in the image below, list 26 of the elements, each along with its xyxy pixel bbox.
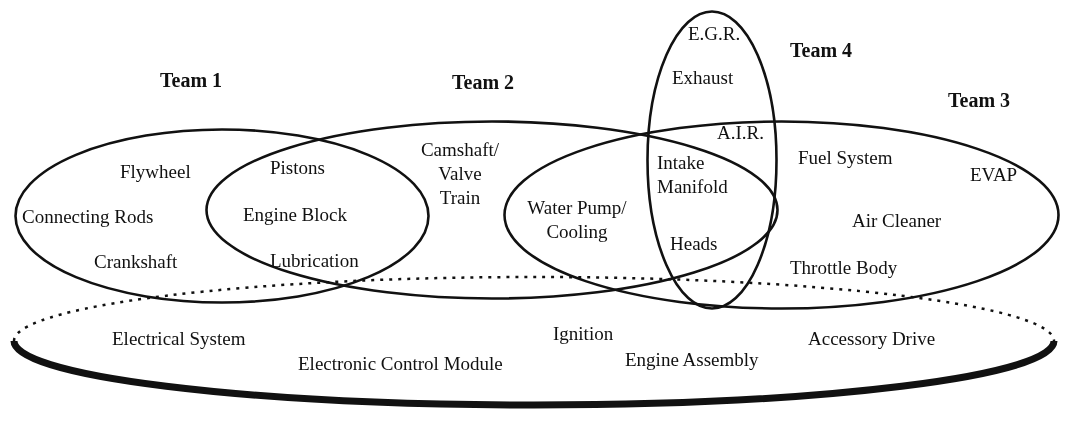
system-label: Throttle Body [790, 256, 898, 280]
system-label: Engine Assembly [625, 348, 759, 372]
team-heading: Team 1 [160, 68, 223, 92]
system-label: Crankshaft [94, 250, 178, 274]
system-label: Engine Block [243, 203, 347, 227]
system-label: A.I.R. [717, 121, 764, 145]
team-heading: Team 2 [452, 70, 515, 94]
system-label: Camshaft/ Valve Train [419, 138, 501, 210]
system-label: Flywheel [120, 160, 191, 184]
system-label: Electrical System [112, 327, 246, 351]
team-heading: Team 4 [790, 38, 853, 62]
system-label: Connecting Rods [22, 205, 154, 229]
system-label: Fuel System [798, 146, 893, 170]
system-label: E.G.R. [688, 22, 741, 46]
system-label: Pistons [270, 156, 325, 180]
system-label: Ignition [553, 322, 614, 346]
system-label: Intake Manifold [657, 151, 729, 199]
system-label: EVAP [970, 163, 1018, 187]
system-label: Accessory Drive [808, 327, 936, 351]
system-label: Water Pump/ Cooling [526, 196, 628, 244]
system-label: Heads [670, 232, 718, 256]
system-label: Air Cleaner [852, 209, 942, 233]
system-label: Exhaust [672, 66, 734, 90]
team-heading: Team 3 [948, 88, 1011, 112]
system-label: Electronic Control Module [298, 352, 503, 376]
system-label: Lubrication [270, 249, 359, 273]
